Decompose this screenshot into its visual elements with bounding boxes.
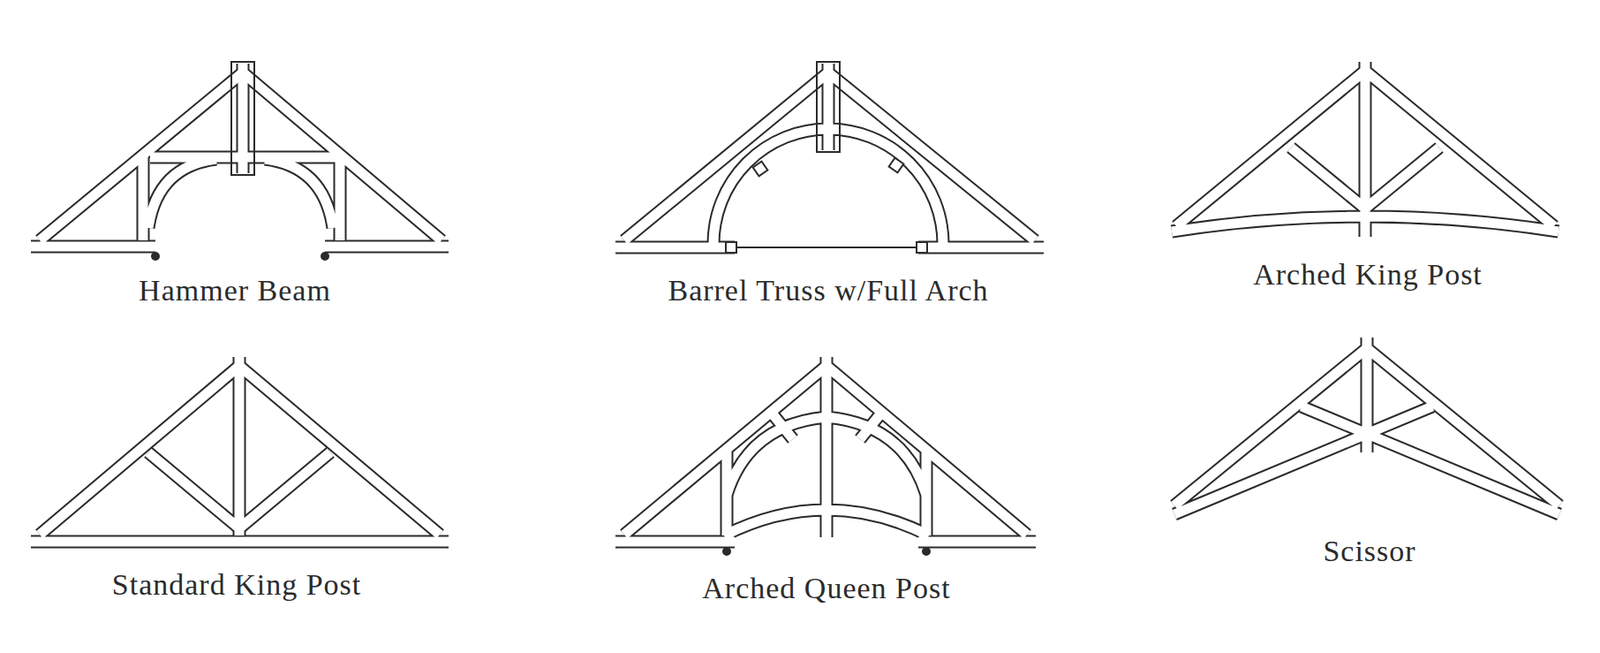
- arched-queen-post-fill: [615, 356, 1036, 542]
- truss-label: Arched Queen Post: [701, 571, 951, 605]
- peg-end: [151, 252, 159, 260]
- peg-end: [321, 252, 329, 260]
- rod-plate: [725, 241, 737, 253]
- arched-king-post-outline: [1171, 61, 1559, 237]
- hammer-beam-fill: [30, 63, 449, 247]
- joinery-details: [151, 61, 930, 555]
- rod-plate: [916, 241, 928, 253]
- truss-label: Hammer Beam: [138, 273, 332, 308]
- peg: [753, 161, 769, 177]
- arched-queen-post-outline: [615, 356, 1036, 542]
- truss-label: Barrel Truss w/Full Arch: [667, 273, 989, 308]
- standard-king-post-outline: [30, 356, 449, 542]
- barrel-truss-fill: [615, 63, 1044, 248]
- arched-king-post-fill: [1171, 61, 1559, 237]
- truss-label: Scissor: [1322, 534, 1416, 568]
- king-post-edge: [231, 61, 255, 175]
- king-post-edge: [816, 61, 840, 152]
- tie-rod: [734, 246, 919, 249]
- truss-label: Arched King Post: [1252, 257, 1483, 292]
- truss-outlines: [30, 61, 1560, 542]
- standard-king-post-fill: [30, 356, 449, 542]
- scissor-outline: [1174, 337, 1560, 514]
- truss-label: Standard King Post: [112, 567, 362, 602]
- scissor-fill: [1174, 337, 1560, 514]
- peg: [889, 158, 905, 174]
- barrel-truss-outline: [615, 63, 1044, 248]
- truss-fills: [30, 61, 1560, 542]
- peg-end: [922, 547, 930, 555]
- peg-end: [723, 547, 731, 555]
- hammer-beam-outline: [30, 63, 449, 247]
